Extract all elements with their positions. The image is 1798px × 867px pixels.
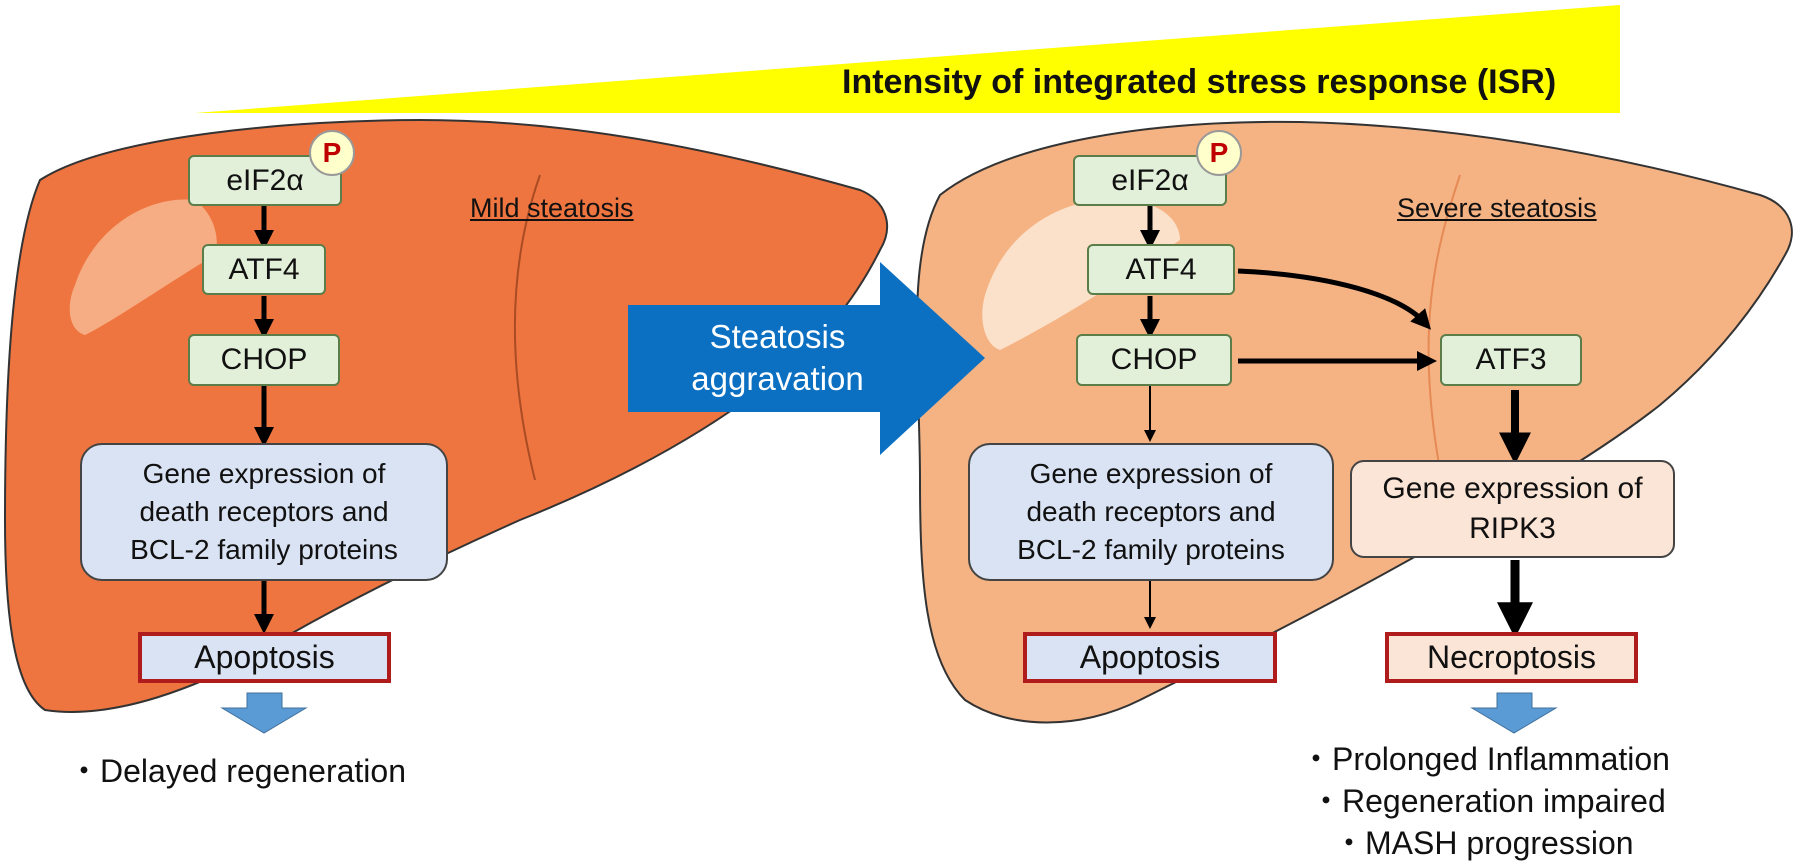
node-left-chop: CHOP (188, 334, 340, 386)
gene-expression-right: Gene expression of death receptors and B… (968, 443, 1334, 581)
death-mode-right-apoptosis-label: Apoptosis (1079, 639, 1221, 675)
ripk3-expression: Gene expression of RIPK3 (1350, 460, 1675, 558)
node-left-chop-label: CHOP (220, 343, 308, 376)
death-mode-left-apoptosis-label: Apoptosis (194, 639, 335, 675)
outcome-right-1: ・Prolonged Inflammation (1300, 741, 1670, 777)
gene-expression-left: Gene expression of death receptors and B… (80, 443, 448, 581)
outcome-left-1: ・Delayed regeneration (68, 753, 406, 789)
arrow-right-atf4-atf3 (1237, 268, 1432, 330)
node-right-atf3: ATF3 (1440, 334, 1582, 386)
node-right-atf3-label: ATF3 (1475, 343, 1547, 376)
transition-label: Steatosis aggravation (660, 316, 895, 400)
node-right-chop-label: CHOP (1110, 343, 1198, 376)
liver-mild-shape (3, 118, 889, 713)
outcome-right-2: ・Regeneration impaired (1310, 783, 1666, 819)
condition-label-mild: Mild steatosis (470, 193, 634, 223)
ripk3-expression-line-2: RIPK3 (1469, 512, 1556, 545)
condition-label-severe: Severe steatosis (1397, 193, 1597, 223)
transition-arrow (628, 262, 985, 455)
gene-expression-right-line-3: BCL-2 family proteins (1017, 534, 1285, 565)
gene-expression-right-line-2: death receptors and (1026, 496, 1276, 527)
gene-expression-left-line-1: Gene expression of (142, 458, 386, 489)
ripk3-expression-line-1: Gene expression of (1382, 472, 1643, 505)
gene-expression-left-line-3: BCL-2 family proteins (130, 534, 398, 565)
isr-intensity-wedge (195, 5, 1620, 113)
node-right-atf4-label: ATF4 (1125, 252, 1197, 286)
gene-expression-left-line-2: death receptors and (139, 496, 389, 527)
node-left-atf4-label: ATF4 (228, 252, 300, 286)
isr-intensity-label: Intensity of integrated stress response … (842, 63, 1557, 101)
node-left-atf4: ATF4 (202, 244, 326, 295)
outcome-arrow-left (220, 692, 308, 734)
node-left-eif2a-label: eIF2α (226, 163, 304, 197)
transition-label-line-2: aggravation (691, 360, 864, 397)
death-mode-right-necroptosis-label: Necroptosis (1427, 639, 1596, 675)
node-right-chop: CHOP (1076, 334, 1232, 386)
gene-expression-right-line-1: Gene expression of (1029, 458, 1273, 489)
phospho-badge-right: P (1196, 130, 1242, 176)
death-mode-right-apoptosis: Apoptosis (1023, 632, 1277, 683)
death-mode-left-apoptosis: Apoptosis (138, 632, 391, 683)
outcome-right-3: ・MASH progression (1333, 825, 1634, 861)
phospho-badge-left: P (309, 130, 355, 176)
death-mode-right-necroptosis: Necroptosis (1385, 632, 1638, 683)
node-right-eif2a-label: eIF2α (1111, 163, 1189, 197)
node-right-atf4: ATF4 (1087, 244, 1235, 295)
transition-label-line-1: Steatosis (709, 318, 846, 355)
node-right-eif2a: eIF2α (1073, 155, 1227, 206)
outcome-arrow-right (1470, 692, 1558, 734)
